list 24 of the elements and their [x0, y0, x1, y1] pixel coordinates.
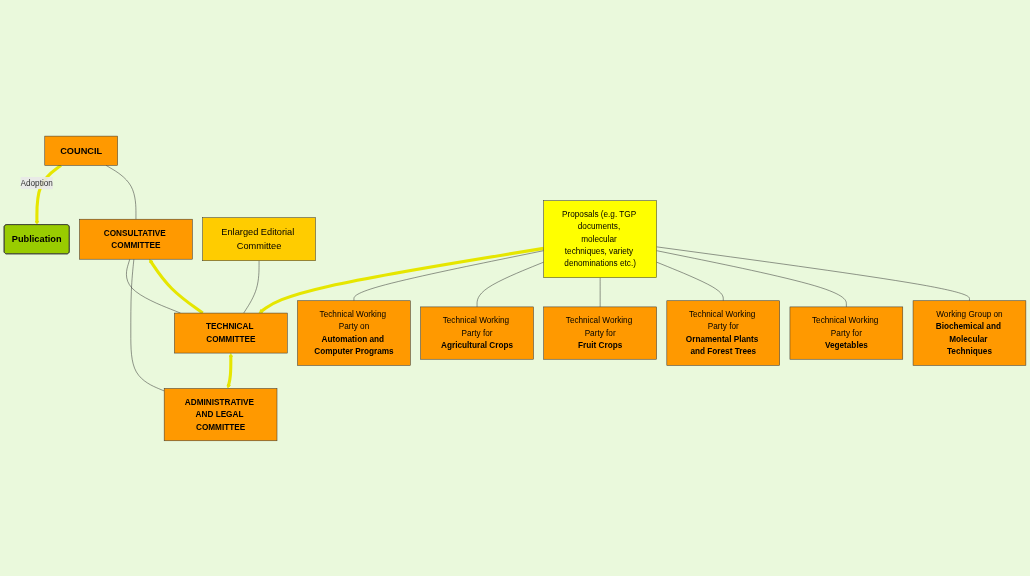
- connector: [656, 246, 970, 301]
- node-box: Technical Working Party for Vegetables: [789, 306, 904, 360]
- connector: [130, 258, 165, 391]
- node-box: Technical Working Party for Ornamental Plants and Forest Trees: [666, 300, 780, 366]
- node-box: TECHNICAL COMMITTEE: [174, 312, 288, 353]
- node-box: Enlarged Editorial Committee: [202, 216, 316, 261]
- node-box: ADMINISTRATIVE AND LEGAL COMMITTEE: [163, 387, 278, 441]
- connector: [353, 249, 544, 301]
- connector: [656, 249, 847, 307]
- connector: [476, 261, 544, 307]
- arrow: [149, 258, 204, 314]
- connector: [656, 261, 724, 301]
- node-box: Proposals (e.g. TGP documents, molecular techniques, variety denominations etc.): [543, 200, 657, 278]
- arrow: [258, 246, 544, 313]
- arrow: [226, 352, 234, 389]
- edge-label: Adoption: [20, 177, 53, 187]
- node-box: CONSULTATIVE COMMITTEE: [79, 218, 193, 259]
- connector: [105, 164, 137, 219]
- node-box: COUNCIL: [44, 135, 118, 166]
- node-box: Working Group on Biochemical and Molecular Techniques: [912, 300, 1027, 366]
- node-box: Technical Working Party on Automation and Computer Programs: [297, 300, 411, 366]
- node-box: Technical Working Party for Fruit Crops: [543, 306, 657, 360]
- node-box: Technical Working Party for Agricultural Crops: [420, 306, 534, 360]
- connector: [599, 276, 601, 307]
